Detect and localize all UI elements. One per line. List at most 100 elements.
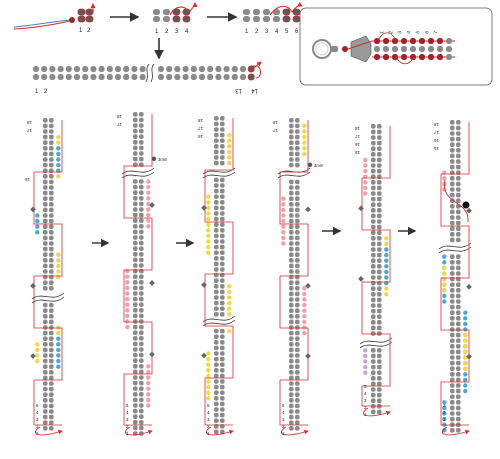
bead-icon (206, 396, 211, 401)
bead-icon (384, 292, 389, 297)
bead-icon (133, 336, 138, 341)
bead-icon (371, 348, 376, 353)
bead-icon (139, 274, 144, 279)
bead-icon (220, 183, 225, 188)
bead-icon (371, 213, 376, 219)
bead-icon (133, 285, 138, 291)
bead-icon (442, 405, 447, 411)
bead-icon (377, 230, 382, 235)
bead-icon (153, 16, 160, 22)
needle-icon (291, 1, 303, 13)
thread-icon (361, 126, 391, 407)
bead-icon (442, 254, 447, 259)
bead-label: 5 (364, 384, 367, 389)
bead-icon (106, 74, 113, 80)
bead-icon (133, 246, 138, 251)
bead-label: 1 (379, 30, 385, 34)
bead-icon (214, 345, 219, 351)
bead-icon (442, 265, 447, 271)
needle-icon (188, 2, 198, 13)
bead-icon (43, 302, 48, 308)
bead-icon (231, 74, 238, 80)
bead-icon (289, 207, 294, 213)
bead-icon (43, 213, 48, 218)
knot-icon (466, 353, 472, 360)
knot-icon (305, 353, 311, 359)
bead-icon (139, 196, 144, 201)
bead-icon (384, 241, 389, 247)
bead-icon (139, 145, 144, 151)
break-mark-icon (202, 167, 236, 175)
bead-icon (302, 151, 307, 157)
bead-icon (220, 244, 225, 250)
bead-icon (206, 244, 211, 250)
bead-label: 17 (116, 122, 122, 127)
bead-icon (377, 314, 382, 319)
bead-icon (456, 153, 461, 159)
bead-strip (33, 65, 255, 81)
bead-icon (49, 274, 54, 280)
thread-icon (269, 5, 293, 16)
bead-icon (214, 306, 219, 311)
bead-icon (206, 228, 211, 233)
inset-frame (299, 7, 493, 86)
bead-icon (295, 185, 300, 190)
bead-icon (295, 342, 300, 347)
bead-icon (289, 280, 294, 285)
bead-icon (214, 149, 219, 155)
bead-icon (133, 128, 138, 134)
bead-label: 2 (44, 89, 48, 95)
bead-icon (295, 336, 300, 341)
bead-icon (133, 218, 138, 223)
thread-icon (444, 179, 469, 223)
bead-icon (49, 202, 54, 207)
bead-icon (446, 46, 452, 52)
bead-icon (263, 16, 270, 22)
bead-icon (377, 152, 382, 157)
bead-icon (43, 426, 48, 431)
bead-icon (139, 212, 144, 218)
bead-icon (220, 160, 225, 166)
bead-icon (182, 74, 189, 80)
bead-icon (281, 230, 286, 235)
bead-icon (220, 144, 225, 149)
bead-icon (133, 386, 138, 391)
bead-icon (153, 9, 160, 15)
bead-icon (456, 360, 461, 366)
bead-icon (214, 379, 219, 384)
bead-icon (133, 151, 138, 156)
bead-icon (281, 207, 286, 213)
bead-icon (206, 362, 211, 367)
bead-icon (49, 398, 54, 403)
bead-icon (295, 426, 300, 431)
bead-icon (289, 190, 294, 196)
bead-icon (43, 246, 48, 252)
bead-icon (289, 258, 294, 263)
bead-icon (139, 128, 144, 134)
bead-icon (450, 181, 455, 187)
bead-icon (377, 219, 382, 224)
bead-icon (450, 237, 455, 243)
break-mark-icon (202, 315, 236, 323)
bead-icon (450, 164, 455, 170)
bead-icon (139, 66, 146, 72)
bead-icon (231, 66, 238, 72)
bead-label: 17 (433, 130, 439, 135)
bead-icon (295, 280, 300, 285)
knot-icon (305, 283, 311, 289)
bead-icon (98, 74, 105, 80)
bead-icon (214, 351, 219, 356)
bead-icon (371, 376, 376, 381)
bead-icon (139, 140, 144, 145)
needle-icon (125, 426, 153, 436)
bead-icon (49, 241, 54, 246)
bead-icon (450, 321, 455, 327)
bead-icon (450, 265, 455, 271)
bead-icon (295, 179, 300, 185)
bead-icon (43, 269, 48, 274)
bead-label: 1 (35, 89, 39, 95)
bead-icon (377, 297, 382, 303)
